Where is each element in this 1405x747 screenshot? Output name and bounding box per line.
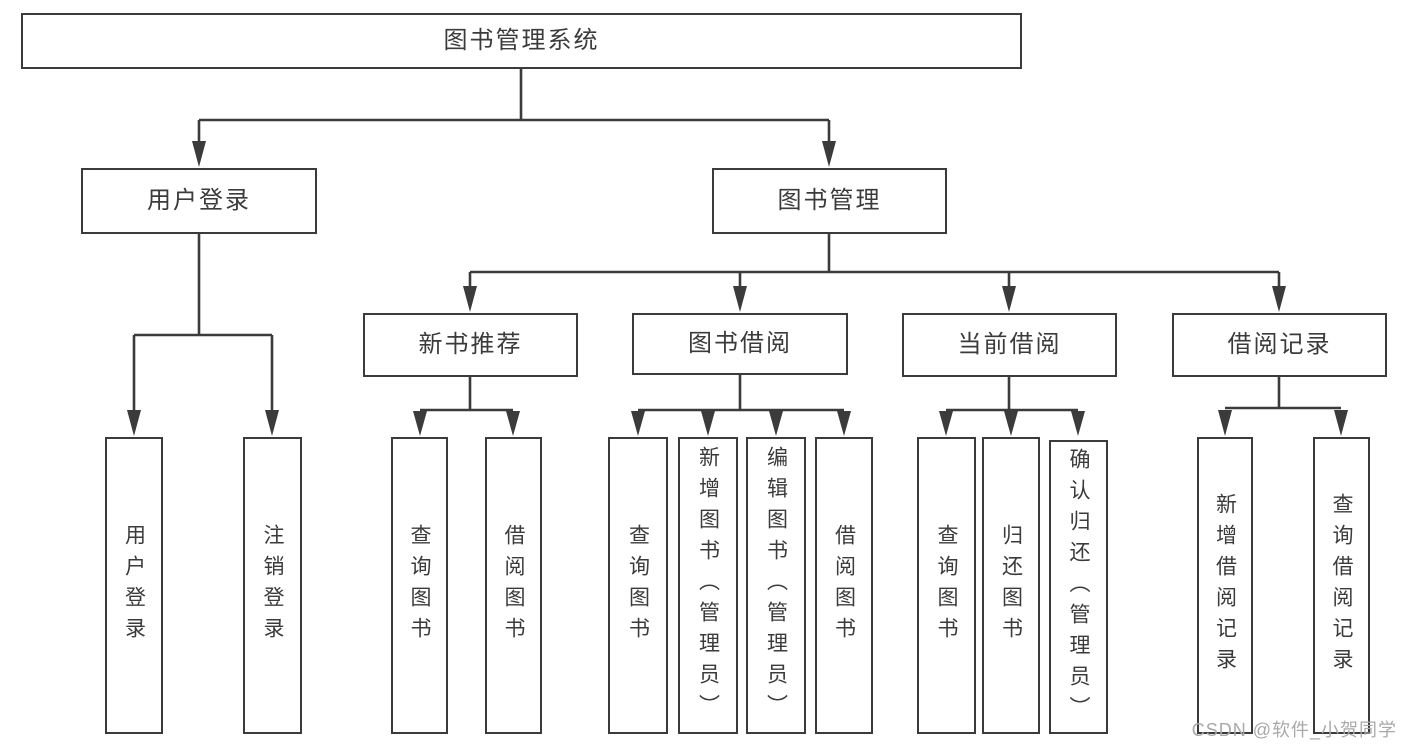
node-label: 借阅图书 (832, 523, 856, 648)
leaf-add-books-admin: 新增图书（管理员） (678, 437, 738, 734)
connector-borrowing-records-to-leaves (1218, 377, 1348, 436)
leaf-confirm-return-admin: 确认归还（管理员） (1049, 440, 1108, 734)
connector-book-borrowing-to-leaves (631, 374, 851, 436)
leaf-add-borrow-record: 新增借阅记录 (1197, 437, 1253, 734)
node-borrowing-records: 借阅记录 (1172, 313, 1387, 377)
node-label: 确认归还（管理员） (1067, 447, 1090, 727)
node-label: 查询图书 (626, 523, 650, 648)
node-label: 编辑图书（管理员） (764, 446, 788, 725)
csdn-watermark: CSDN @软件_小贺同学 (1191, 720, 1397, 740)
leaf-return-books: 归还图书 (982, 437, 1040, 734)
connector-root-to-level2 (192, 69, 836, 167)
node-label: 当前借阅 (957, 330, 1062, 358)
leaf-query-borrow-record: 查询借阅记录 (1313, 437, 1370, 734)
node-label: 注销登录 (261, 523, 284, 648)
leaf-borrow-books: 借阅图书 (815, 437, 873, 734)
leaf-borrow-books-recommend: 借阅图书 (485, 437, 542, 734)
leaf-query-books-recommend: 查询图书 (391, 437, 448, 734)
leaf-edit-books-admin: 编辑图书（管理员） (746, 437, 806, 734)
node-user-login: 用户登录 (81, 168, 317, 234)
node-label: 查询借阅记录 (1330, 492, 1353, 679)
node-label: 新增借阅记录 (1213, 492, 1237, 679)
leaf-user-login: 用户登录 (105, 437, 163, 734)
node-current-borrowing: 当前借阅 (902, 313, 1117, 377)
node-label: 借阅图书 (502, 523, 525, 648)
node-label: 用户登录 (122, 523, 146, 648)
node-label: 查询图书 (408, 523, 431, 648)
connector-user-login-to-leaves (127, 234, 279, 436)
node-label: 图书管理系统 (443, 26, 600, 54)
node-root-library-system: 图书管理系统 (21, 13, 1022, 69)
connector-new-book-recommend-to-leaves (413, 377, 520, 436)
node-label: 图书借阅 (688, 329, 792, 357)
node-book-management: 图书管理 (712, 168, 947, 234)
node-label: 借阅记录 (1227, 330, 1332, 358)
node-label: 归还图书 (999, 523, 1023, 648)
node-label: 新增图书（管理员） (696, 446, 720, 725)
leaf-query-books-borrowing: 查询图书 (608, 437, 668, 734)
node-label: 图书管理 (777, 186, 882, 214)
connector-current-borrowing-to-leaves (939, 377, 1085, 436)
node-label: 查询图书 (935, 523, 958, 648)
node-new-book-recommend: 新书推荐 (363, 313, 578, 377)
node-label: 用户登录 (147, 186, 251, 214)
leaf-logout: 注销登录 (243, 437, 302, 734)
node-label: 新书推荐 (418, 330, 523, 358)
leaf-query-books-current: 查询图书 (917, 437, 976, 734)
connector-book-management-to-level3 (463, 234, 1286, 312)
node-book-borrowing: 图书借阅 (632, 313, 848, 375)
